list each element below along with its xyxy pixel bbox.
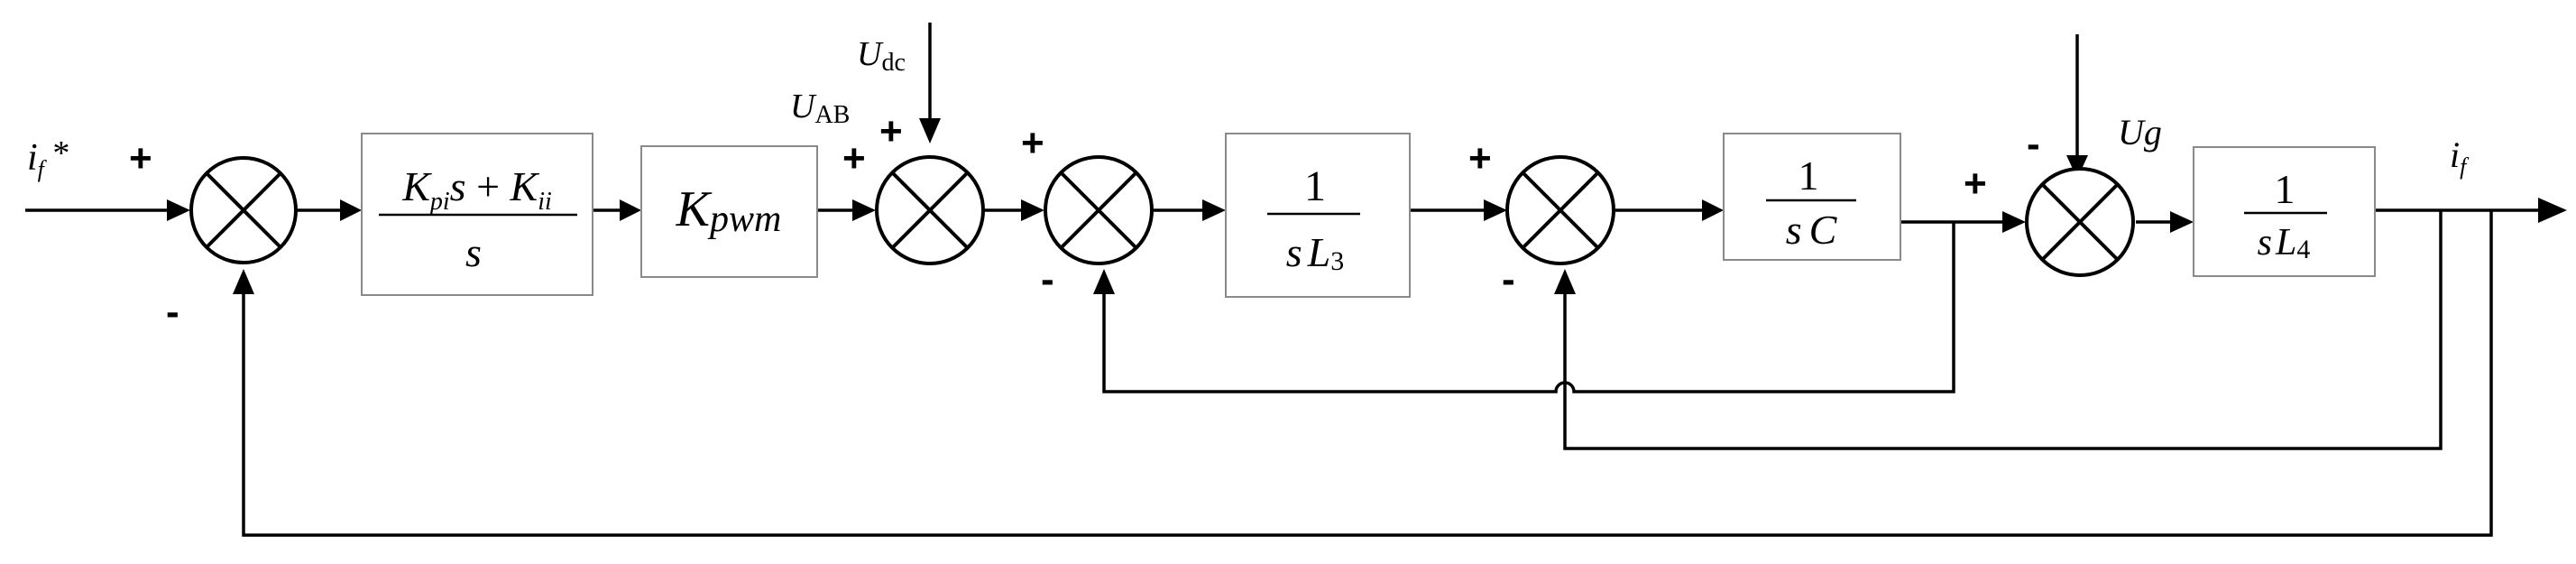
sj2-plus-left-sign: +	[842, 136, 866, 180]
pi-k2-sub: ii	[538, 188, 552, 216]
arrow-into-sj4	[1484, 199, 1507, 221]
summing-junction-4	[1505, 155, 1615, 265]
uab-u: U	[790, 88, 817, 125]
output-label: if	[2450, 134, 2470, 180]
pwm-k: K	[676, 181, 713, 237]
c-s: s	[1786, 207, 1802, 253]
input-star: *	[44, 134, 70, 172]
l4-denominator: sL4	[2258, 222, 2311, 264]
block-kpwm: Kpwm	[640, 145, 818, 278]
sj3-minus-sign: -	[1041, 257, 1054, 301]
arrow-into-sj3-bottom	[1093, 269, 1115, 294]
pi-k1-sub: pi	[428, 188, 450, 216]
sj2-plus-top-sign: +	[879, 109, 903, 153]
summing-junction-3	[1044, 155, 1154, 265]
pwm-gain: Kpwm	[676, 181, 782, 240]
pi-k1: K	[401, 163, 432, 209]
pi-plus: +	[466, 163, 511, 209]
arrow-into-l3	[1202, 199, 1226, 221]
pwm-sub: pwm	[707, 199, 781, 240]
input-sub: f	[38, 156, 48, 182]
pi-denominator: s	[465, 229, 482, 275]
arrow-into-sj1	[167, 199, 190, 221]
signal-wires	[25, 23, 2540, 537]
arrow-into-c	[1702, 199, 1724, 221]
l3-numerator: 1	[1304, 162, 1326, 210]
block-pi-controller: Kpis + Kii s	[361, 133, 593, 296]
wire-feedback-if-outer	[242, 210, 2493, 537]
uab-sub: AB	[814, 101, 850, 129]
arrow-into-sj2-left	[852, 199, 876, 221]
arrow-into-sj2-top	[919, 118, 941, 143]
output-i: i	[2450, 134, 2460, 175]
udc-sub: dc	[881, 49, 905, 77]
sj5-minus-sign: -	[2027, 122, 2040, 166]
l3-s: s	[1286, 229, 1302, 275]
summing-junction-1	[189, 156, 298, 264]
input-i: i	[27, 137, 38, 179]
arrow-output	[2538, 198, 2567, 223]
sj1-minus-sign: -	[166, 290, 179, 334]
arrow-into-sj3	[1021, 199, 1044, 221]
sj4-plus-sign: +	[1468, 136, 1492, 180]
pi-k2: K	[510, 163, 540, 209]
arrow-into-sj5-left	[2002, 211, 2026, 233]
summing-junction-5	[2025, 167, 2135, 277]
udc-label: Udc	[857, 35, 906, 77]
c-c: C	[1809, 207, 1838, 253]
l4-s: s	[2258, 222, 2272, 264]
l3-l: L	[1307, 229, 1331, 275]
input-label: if *	[27, 134, 69, 182]
arrow-into-sj1-bottom	[233, 269, 254, 294]
output-sub: f	[2460, 153, 2470, 180]
block-l4: 1 sL4	[2193, 146, 2376, 277]
wire-feedback-if-inner	[1563, 210, 2443, 450]
arrow-into-sj5-top	[2066, 155, 2088, 179]
l4-sub: 4	[2296, 235, 2310, 264]
l3-sub: 3	[1330, 246, 1344, 276]
ug-label: Ug	[2118, 112, 2162, 153]
uab-label: UAB	[790, 88, 850, 129]
sj3-plus-sign: +	[1021, 121, 1044, 165]
sj5-plus-sign: +	[1964, 162, 1987, 206]
sj4-minus-sign: -	[1502, 257, 1515, 301]
pi-s: s	[450, 163, 466, 209]
l4-l: L	[2275, 222, 2296, 264]
arrow-into-sj4-bottom	[1554, 269, 1576, 294]
arrow-into-pwm	[620, 199, 641, 221]
sj1-plus-sign: +	[129, 136, 152, 180]
arrowheads	[167, 118, 2567, 294]
arrow-into-pi	[340, 199, 362, 221]
c-numerator: 1	[1799, 153, 1819, 199]
l4-numerator: 1	[2275, 166, 2295, 212]
pi-numerator: Kpis + Kii	[401, 163, 552, 216]
arrow-into-l4	[2170, 211, 2194, 233]
udc-u: U	[857, 35, 884, 73]
summing-junction-2	[875, 155, 985, 265]
